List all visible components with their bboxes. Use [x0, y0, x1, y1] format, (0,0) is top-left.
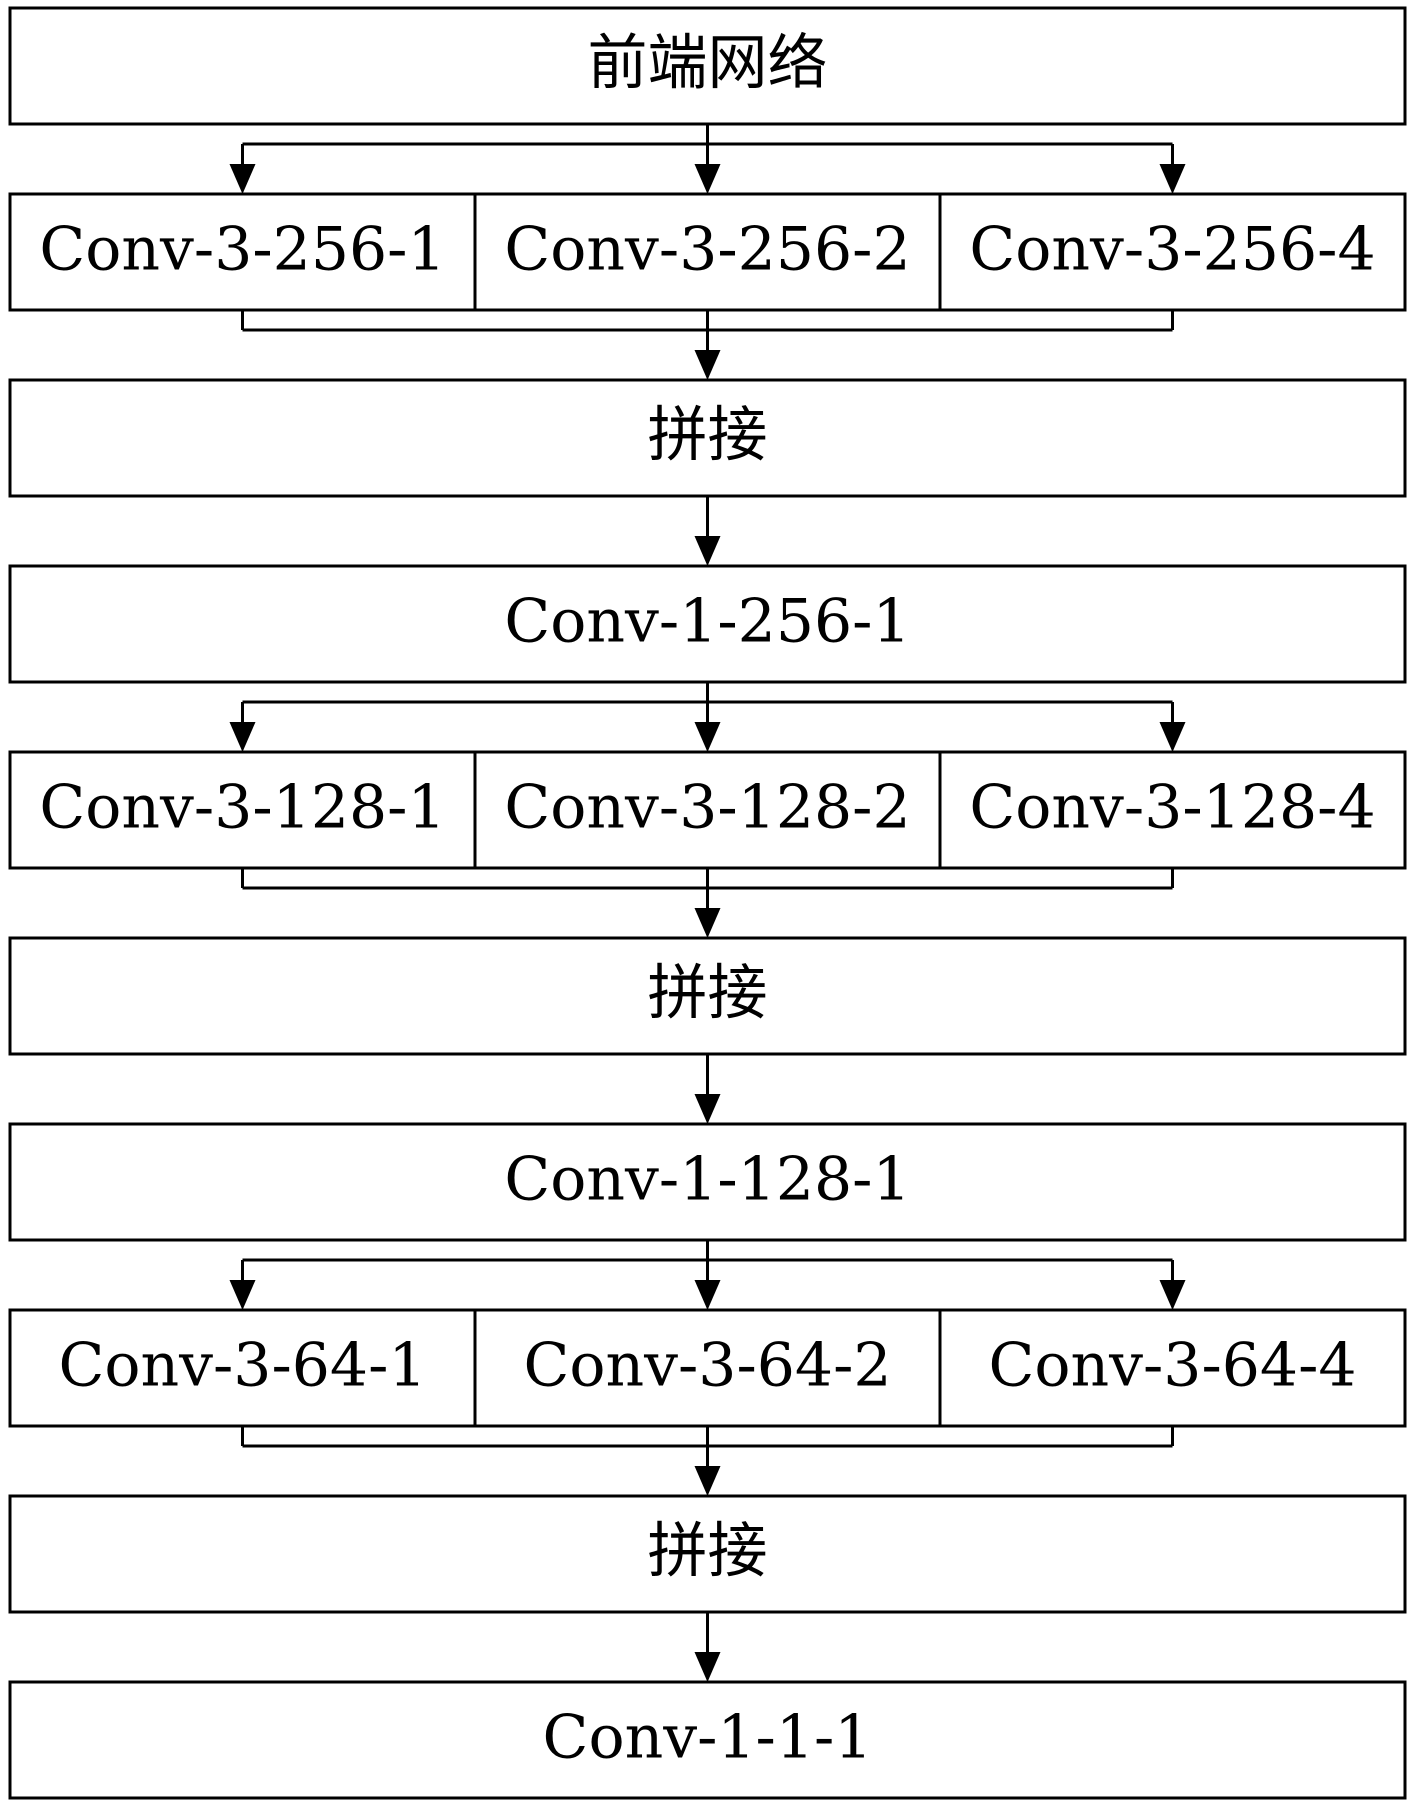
block-label: Conv-1-256-1	[504, 587, 910, 657]
block-label: Conv-3-128-1	[39, 773, 445, 843]
straight-arrow	[694, 1652, 721, 1682]
connectors	[229, 124, 1186, 1682]
block-5-0: 拼接	[8, 936, 1407, 1056]
block-border	[8, 1494, 1407, 1614]
block-border	[8, 1680, 1407, 1800]
split-arrow-1	[694, 164, 721, 194]
block-label: Conv-3-128-2	[504, 773, 910, 843]
block-7-0: Conv-3-64-1	[8, 1308, 477, 1428]
block-4-1: Conv-3-128-2	[473, 750, 942, 870]
block-label: Conv-3-256-2	[504, 215, 910, 285]
block-border	[938, 750, 1407, 870]
split-arrow-1	[694, 722, 721, 752]
block-border	[8, 6, 1407, 126]
split-arrow-0	[229, 722, 256, 752]
block-4-0: Conv-3-128-1	[8, 750, 477, 870]
block-1-2: Conv-3-256-4	[938, 192, 1407, 312]
block-border	[473, 192, 942, 312]
block-border	[8, 750, 477, 870]
block-label: Conv-3-64-2	[523, 1331, 891, 1401]
block-label: Conv-3-256-1	[39, 215, 445, 285]
block-label: 拼接	[648, 959, 768, 1029]
merge-arrow	[694, 908, 721, 938]
block-0-0: 前端网络	[8, 6, 1407, 126]
block-label: 前端网络	[588, 29, 828, 99]
split-arrow-2	[1159, 722, 1186, 752]
block-border	[8, 1308, 477, 1428]
block-7-1: Conv-3-64-2	[473, 1308, 942, 1428]
block-label: 拼接	[648, 1517, 768, 1587]
block-border	[473, 750, 942, 870]
block-border	[938, 1308, 1407, 1428]
block-1-1: Conv-3-256-2	[473, 192, 942, 312]
block-label: Conv-1-1-1	[543, 1703, 873, 1773]
block-border	[8, 936, 1407, 1056]
block-label: Conv-3-256-4	[969, 215, 1375, 285]
block-label: Conv-3-64-1	[58, 1331, 426, 1401]
block-border	[8, 1122, 1407, 1242]
split-arrow-1	[694, 1280, 721, 1310]
block-4-2: Conv-3-128-4	[938, 750, 1407, 870]
block-7-2: Conv-3-64-4	[938, 1308, 1407, 1428]
block-9-0: Conv-1-1-1	[8, 1680, 1407, 1800]
block-8-0: 拼接	[8, 1494, 1407, 1614]
block-label: Conv-3-64-4	[988, 1331, 1356, 1401]
block-label: Conv-3-128-4	[969, 773, 1375, 843]
block-3-0: Conv-1-256-1	[8, 564, 1407, 684]
block-1-0: Conv-3-256-1	[8, 192, 477, 312]
block-label: Conv-1-128-1	[504, 1145, 910, 1215]
split-arrow-0	[229, 1280, 256, 1310]
block-2-0: 拼接	[8, 378, 1407, 498]
split-arrow-2	[1159, 164, 1186, 194]
merge-arrow	[694, 350, 721, 380]
block-border	[473, 1308, 942, 1428]
block-border	[8, 192, 477, 312]
boxes: 前端网络 Conv-3-256-1 Conv-3-256-2 Conv-3-256-4…	[8, 6, 1407, 1800]
block-border	[8, 564, 1407, 684]
block-6-0: Conv-1-128-1	[8, 1122, 1407, 1242]
split-arrow-0	[229, 164, 256, 194]
straight-arrow	[694, 1094, 721, 1124]
split-arrow-2	[1159, 1280, 1186, 1310]
straight-arrow	[694, 536, 721, 566]
block-border	[938, 192, 1407, 312]
block-label: 拼接	[648, 401, 768, 471]
merge-arrow	[694, 1466, 721, 1496]
block-border	[8, 378, 1407, 498]
